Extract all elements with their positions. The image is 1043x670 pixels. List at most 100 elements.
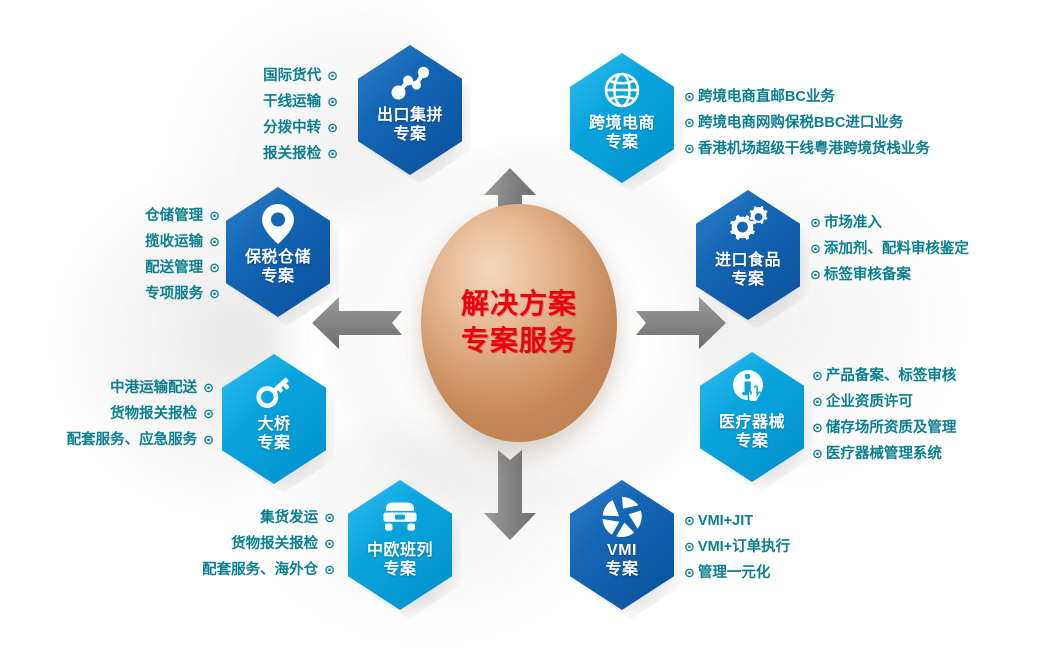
bullet-marker: ⊙ — [324, 562, 335, 577]
info-hand-icon — [700, 366, 804, 412]
bullet-item: 揽收运输 ⊙ — [120, 229, 220, 255]
bullet-text: 跨境电商网购保税BBC进口业务 — [697, 115, 904, 131]
bullet-text: 仓储管理 — [145, 208, 204, 224]
bullet-marker: ⊙ — [209, 260, 220, 275]
node-title-line2: 专案 — [605, 133, 639, 151]
bullet-marker: ⊙ — [324, 536, 335, 551]
node-label: 中欧班列 专案 — [348, 542, 452, 580]
bullet-marker: ⊙ — [327, 94, 338, 109]
center-title-line1: 解决方案 — [460, 288, 577, 320]
node-bridge[interactable]: 大桥 专案 — [222, 354, 335, 493]
bullet-text: 市场准入 — [823, 215, 882, 231]
bullet-item: ⊙医疗器械管理系统 — [812, 441, 956, 467]
bullet-text: 产品备案、标签审核 — [825, 368, 957, 384]
bullet-item: 报关报检⊙ — [228, 141, 338, 167]
bullet-marker: ⊙ — [327, 68, 338, 83]
node-title-line1: 出口集拼 — [376, 107, 443, 124]
bullet-item: 货物报关报检⊙ — [34, 401, 214, 427]
bullet-item: ⊙跨境电商网购保税BBC进口业务 — [684, 110, 930, 136]
node-china-europe-railway[interactable]: 中欧班列 专案 — [348, 480, 461, 619]
bullet-item: 仓储管理 ⊙ — [120, 203, 220, 229]
bullets-cross-border-ecommerce: ⊙跨境电商直邮BC业务 ⊙跨境电商网购保税BBC进口业务 ⊙香港机场超级干线粤港… — [684, 84, 930, 162]
node-cross-border-ecommerce[interactable]: 跨境电商 专案 — [570, 53, 683, 192]
node-title-line1: 大桥 — [257, 416, 291, 433]
node-vmi[interactable]: VMI 专案 — [570, 480, 683, 619]
bullet-text: 标签审核备案 — [823, 267, 911, 283]
node-title-line2: 专案 — [735, 432, 769, 450]
bullet-item: ⊙产品备案、标签审核 — [812, 363, 956, 389]
bullet-marker: ⊙ — [209, 234, 220, 249]
aperture-icon — [570, 494, 674, 540]
bullet-text: 香港机场超级干线粤港跨境货栈业务 — [697, 141, 930, 157]
bullet-item: ⊙添加剂、配料审核鉴定 — [810, 236, 969, 262]
bullet-marker: ⊙ — [209, 208, 220, 223]
diagram-canvas: 解决方案 专案服务 出口集拼 专案 — [34, 0, 1000, 670]
bullet-marker: ⊙ — [327, 146, 338, 161]
node-title-line1: 医疗器械 — [718, 414, 785, 431]
bullet-item: ⊙VMI+订单执行 — [684, 534, 790, 560]
node-title-line2: 专案 — [261, 267, 295, 285]
bullet-item: 专项服务⊙ — [120, 281, 220, 307]
node-export-consolidation[interactable]: 出口集拼 专案 — [358, 45, 471, 184]
bullet-item: 干线运输 ⊙ — [228, 89, 338, 115]
center-sphere: 解决方案 专案服务 — [421, 204, 617, 442]
node-title-line2: 专案 — [605, 560, 639, 578]
bullet-item: 分拨中转⊙ — [228, 115, 338, 141]
bullets-china-europe-railway: 集货发运 ⊙ 货物报关报检 ⊙ 配套服务、海外仓⊙ — [165, 505, 335, 583]
node-imported-food[interactable]: 进口食品 专案 — [696, 190, 809, 329]
node-title-line2: 专案 — [383, 560, 417, 578]
bullet-marker: ⊙ — [684, 565, 695, 580]
bullet-marker: ⊙ — [812, 446, 823, 461]
node-medical-devices[interactable]: 医疗器械 专案 — [700, 352, 813, 491]
node-label: 保税仓储 专案 — [226, 249, 330, 287]
map-pin-icon — [226, 201, 330, 247]
bullet-text: 干线运输 — [263, 94, 322, 110]
bullet-marker: ⊙ — [684, 115, 695, 130]
bullet-text: 揽收运输 — [145, 234, 204, 250]
node-title-line1: 中欧班列 — [366, 542, 433, 559]
arrow-left — [312, 297, 402, 349]
center-title-line2: 专案服务 — [460, 325, 577, 356]
node-title-line2: 专案 — [393, 125, 427, 143]
bullet-text: 企业资质许可 — [825, 394, 913, 410]
bullet-text: 添加剂、配料审核鉴定 — [823, 241, 969, 257]
node-label: 大桥 专案 — [222, 416, 326, 454]
arrow-right — [636, 297, 726, 349]
bullet-text: 集货发运 — [260, 510, 319, 526]
bullet-text: 医疗器械管理系统 — [825, 446, 942, 462]
bullets-bridge: 中港运输配送⊙ 货物报关报检⊙ 配套服务、应急服务⊙ — [34, 375, 214, 453]
node-title-line1: 保税仓储 — [244, 249, 311, 266]
node-label: 跨境电商 专案 — [570, 115, 674, 153]
bullet-text: 国际货代 — [263, 68, 322, 84]
bullet-text: 跨境电商直邮BC业务 — [697, 89, 835, 105]
bullet-text: 配送管理 — [145, 260, 204, 276]
truck-icon — [348, 494, 452, 540]
bullet-text: 货物报关报检 — [231, 536, 319, 552]
gears-icon — [696, 204, 800, 250]
bullet-text: VMI+JIT — [697, 513, 754, 529]
globe-icon — [570, 67, 674, 113]
bullet-item: ⊙标签审核备案 — [810, 262, 969, 288]
bullet-marker: ⊙ — [684, 89, 695, 104]
node-bonded-warehouse[interactable]: 保税仓储 专案 — [226, 187, 339, 326]
bullet-marker: ⊙ — [203, 432, 214, 447]
bullet-text: 分拨中转 — [263, 120, 322, 136]
bullet-item: 货物报关报检 ⊙ — [165, 531, 335, 557]
arrow-down — [484, 450, 536, 540]
node-title-line2: 专案 — [257, 434, 291, 452]
bullet-marker: ⊙ — [810, 215, 821, 230]
node-title-line1: 进口食品 — [714, 252, 781, 269]
bullet-marker: ⊙ — [684, 539, 695, 554]
bullet-text: VMI+订单执行 — [697, 539, 791, 555]
bullet-item: 配套服务、海外仓⊙ — [165, 557, 335, 583]
bullet-text: 管理一元化 — [697, 565, 771, 581]
bullet-text: 货物报关报检 — [110, 406, 198, 422]
bullet-item: ⊙VMI+JIT — [684, 508, 790, 534]
node-label: 进口食品 专案 — [696, 252, 800, 290]
bullet-marker: ⊙ — [209, 286, 220, 301]
bullet-item: ⊙储存场所资质及管理 — [812, 415, 956, 441]
bullet-item: 配套服务、应急服务⊙ — [34, 427, 214, 453]
center-title: 解决方案 专案服务 — [461, 286, 577, 360]
bullet-marker: ⊙ — [810, 241, 821, 256]
bullet-marker: ⊙ — [812, 394, 823, 409]
